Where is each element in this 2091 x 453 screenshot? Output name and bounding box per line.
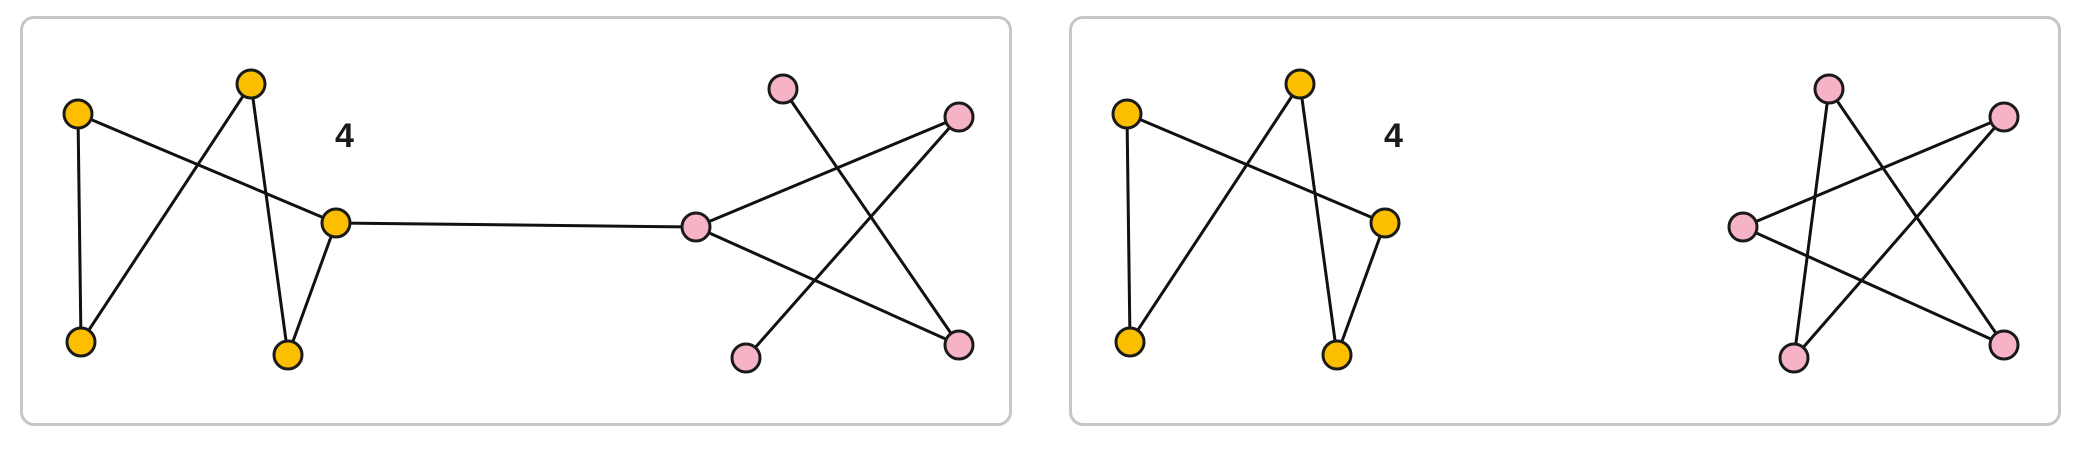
graph-panel-right: 4 [1069,16,2061,426]
edge-Y1-Y3 [1125,113,1132,343]
graph-left: 4 [62,68,975,374]
edge-P2-P4 [744,116,961,359]
node-yellow-y5 [1369,207,1401,239]
node-pink-p2 [1988,101,2020,133]
edge-Y1-Y5 [1126,112,1386,225]
edge-P3-P5 [1742,225,2005,347]
graph-label-left: 4 [335,117,354,155]
edge-Y2-Y4 [249,83,290,356]
node-yellow-y4 [1321,339,1353,371]
node-pink-p3 [680,211,712,243]
edge-Y2-Y4 [1298,83,1339,356]
edge-P3-P2 [1742,115,2005,229]
node-pink-p4 [1778,342,1810,374]
edge-Y4-Y5 [1335,222,1387,356]
node-yellow-y2 [235,68,267,100]
node-yellow-y3 [65,326,97,358]
node-pink-p1 [1813,73,1845,105]
graph-right: 4 [1111,68,2020,374]
edge-P2-P4 [1792,116,2006,359]
node-yellow-y4 [272,339,304,371]
node-pink-p5 [943,329,975,361]
graph-panel-left: 4 [20,16,1012,426]
edge-Y1-Y5 [77,112,337,225]
node-yellow-y3 [1114,326,1146,358]
edge-Y2-Y3 [79,83,253,343]
edge-Y5-P3 [335,221,697,229]
edge-P1-P4 [1792,88,1831,359]
node-pink-p3 [1727,211,1759,243]
node-pink-p2 [943,101,975,133]
edge-Y1-Y3 [76,113,83,343]
node-pink-p1 [767,73,799,105]
graph-label-right: 4 [1384,117,1403,155]
edge-Y2-Y3 [1128,83,1302,343]
node-yellow-y2 [1284,68,1316,100]
node-yellow-y5 [320,207,352,239]
edge-P3-P5 [695,225,960,347]
edge-P3-P2 [695,115,960,229]
node-pink-p5 [1988,329,2020,361]
node-yellow-y1 [1111,98,1143,130]
node-pink-p4 [730,342,762,374]
edge-Y4-Y5 [286,222,338,356]
node-yellow-y1 [62,98,94,130]
